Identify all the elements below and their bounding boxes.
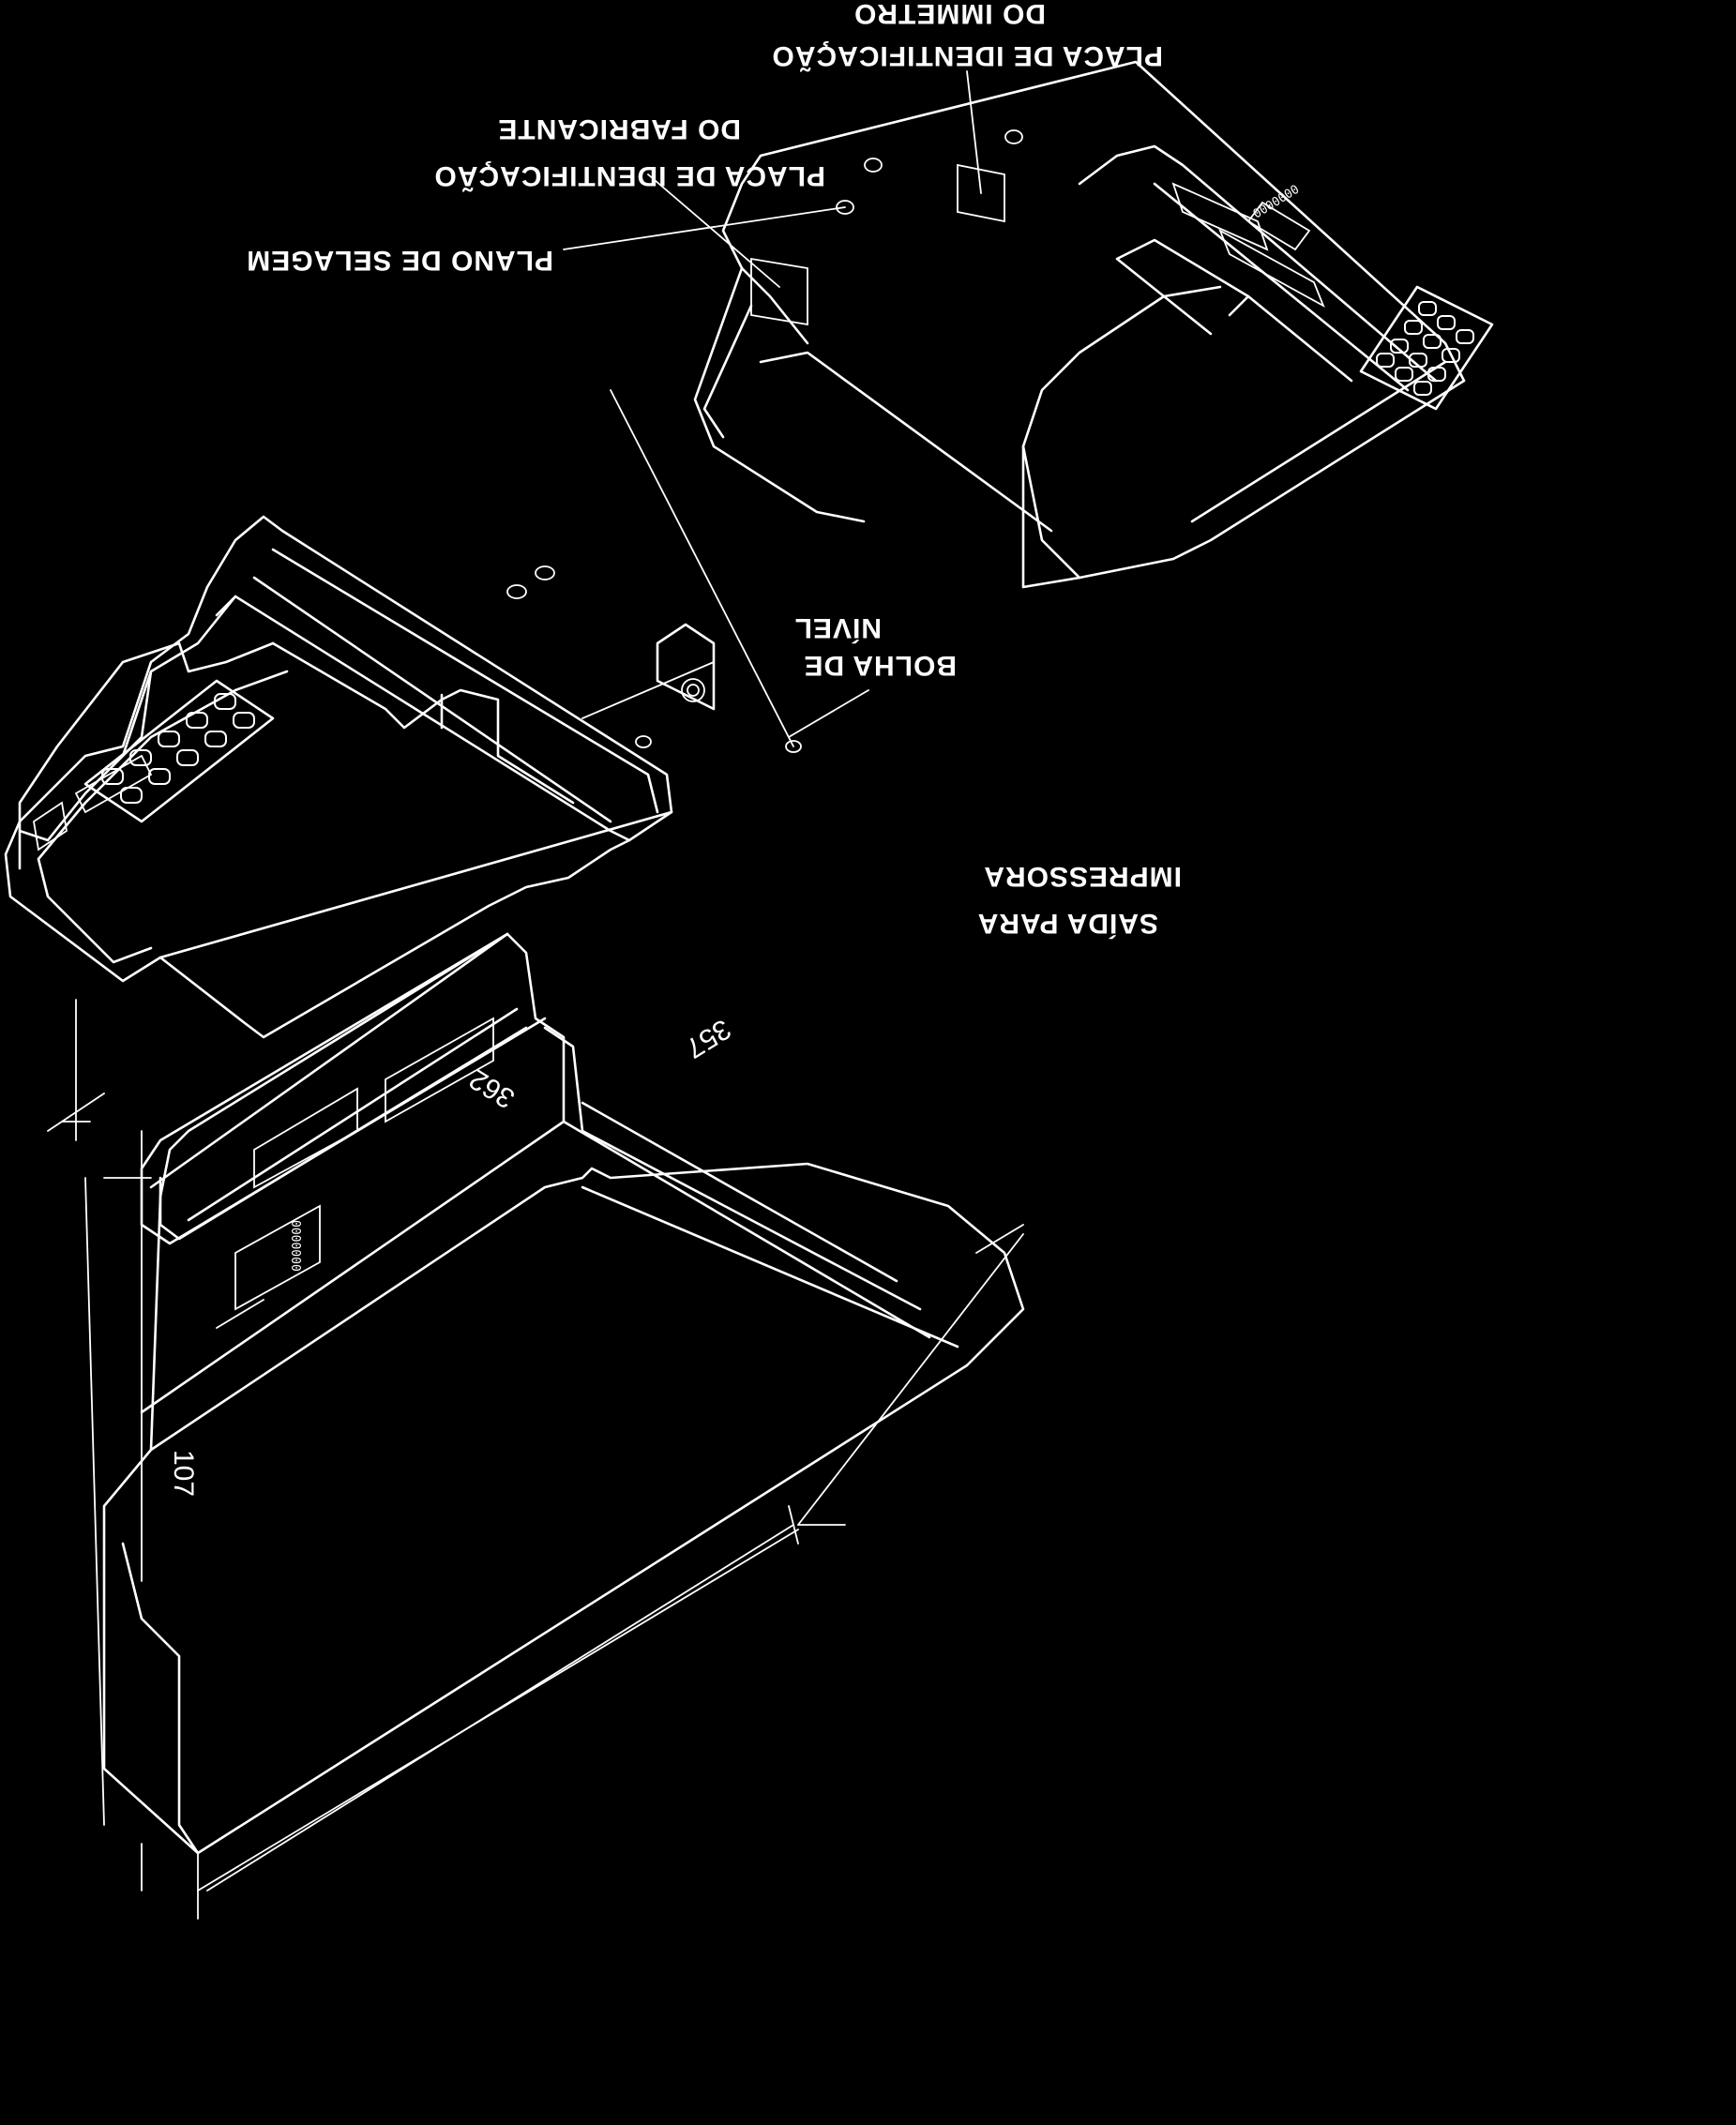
scale-rear-view bbox=[4, 515, 869, 1039]
keypad-keys-rear bbox=[101, 693, 255, 804]
inmetro-plate-icon bbox=[957, 163, 1005, 223]
bubble-level-icon bbox=[656, 623, 716, 711]
label-bolha-1: BOLHA DE bbox=[803, 650, 957, 681]
svg-text:0000000: 0000000 bbox=[288, 1220, 302, 1272]
callout-labels: PLANO DE SELAGEM PLACA DE IDENTIFICAÇÃO … bbox=[246, 0, 1182, 940]
seal-icon bbox=[836, 129, 1023, 215]
seal-screw-icon bbox=[506, 565, 802, 753]
dimension-depth: 362 bbox=[464, 1063, 521, 1115]
label-placa-fabricante-2: DO FABRICANTE bbox=[497, 113, 741, 144]
keypad-keys-front bbox=[1376, 301, 1474, 396]
svg-text:0000000: 0000000 bbox=[1249, 181, 1300, 220]
scale-dimension-view: 0000000 362 357 107 bbox=[47, 932, 1025, 1920]
label-bolha-2: NÍVEL bbox=[794, 612, 882, 644]
display-digits-front-icon: 0000000 bbox=[1249, 181, 1300, 220]
manufacturer-plate-icon bbox=[750, 257, 808, 326]
label-plano-selagem: PLANO DE SELAGEM bbox=[246, 245, 553, 276]
label-saida-2: IMPRESSORA bbox=[983, 861, 1182, 892]
label-placa-fabricante-1: PLACA DE IDENTIFICAÇÃO bbox=[433, 160, 825, 192]
dimension-lines bbox=[47, 999, 1024, 1920]
label-placa-inmetro-2: DO IMMETRO bbox=[853, 0, 1046, 29]
label-saida-1: SAÍDA PARA bbox=[977, 908, 1158, 940]
display-digits-icon: 0000000 bbox=[288, 1220, 302, 1272]
label-placa-inmetro-1: PLACA DE IDENTIFICAÇÃO bbox=[771, 40, 1163, 72]
dimension-height: 107 bbox=[168, 1450, 199, 1497]
dimension-width: 357 bbox=[680, 1013, 736, 1064]
